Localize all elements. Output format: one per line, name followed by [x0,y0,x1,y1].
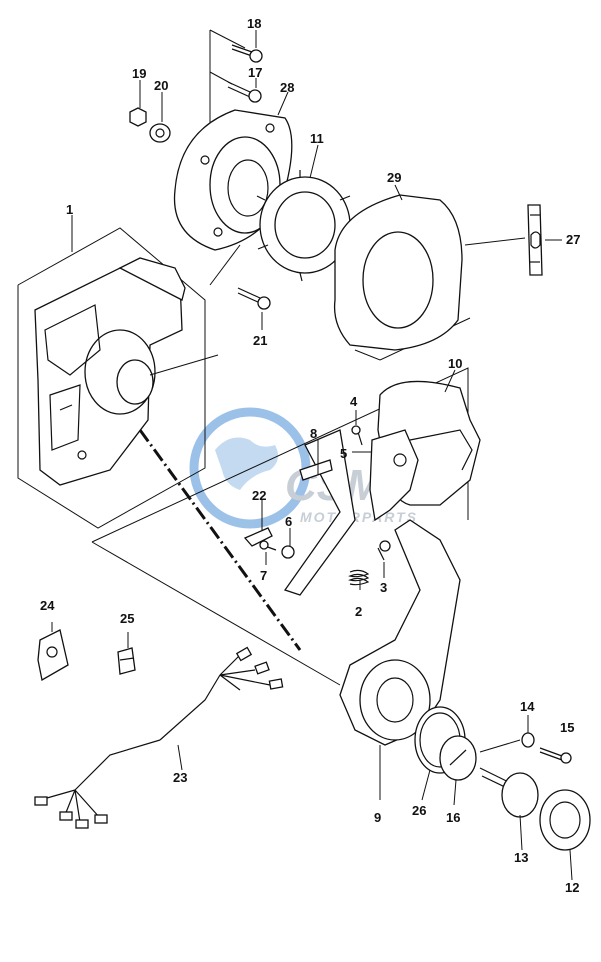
callout-3: 3 [380,580,387,595]
connector-bracket-part [37,629,69,682]
callout-6: 6 [285,514,292,529]
callout-29: 29 [387,170,401,185]
leader-lines [51,30,573,881]
callout-20: 20 [154,78,168,93]
callout-14: 14 [520,699,535,714]
screw-part [539,747,572,764]
disc-part [439,735,477,781]
knob-part [539,789,591,851]
washer-part [521,732,535,748]
control-cable-line [138,429,302,651]
washer-part [149,123,171,143]
shaft-part [479,767,539,818]
callout-labels: 1 2 3 4 5 6 7 8 9 10 11 12 13 14 15 16 1… [40,16,580,895]
cable-clip-part [117,647,136,675]
bracket-part [369,429,419,522]
washer-part [281,545,295,559]
callout-18: 18 [247,16,261,31]
callout-1: 1 [66,202,73,217]
trim-strip-part [527,204,543,276]
callout-26: 26 [412,803,426,818]
callout-19: 19 [132,66,146,81]
screw-part [231,44,263,63]
callout-10: 10 [448,356,462,371]
throttle-lever-part [339,519,461,746]
gear-ring-part [256,170,351,282]
callout-5: 5 [340,446,347,461]
nut-part [129,107,147,127]
callout-4: 4 [350,394,358,409]
clip-part [243,527,273,547]
lever-arm-part [283,429,356,596]
callout-2: 2 [355,604,362,619]
callout-27: 27 [566,232,580,247]
callout-7: 7 [260,568,267,583]
callout-16: 16 [446,810,460,825]
screw-part [237,287,271,310]
assembly-frame-1 [17,227,206,529]
callout-28: 28 [280,80,294,95]
watermark-tagline: MOTORPARTS [300,509,418,525]
bolt-part [351,425,363,446]
screw-part [259,540,277,551]
remote-control-housing-part [34,257,186,486]
callout-12: 12 [565,880,579,895]
callout-13: 13 [514,850,528,865]
wiring-harness-part [34,646,284,829]
bolt-part [377,540,391,561]
callout-23: 23 [173,770,187,785]
callout-9: 9 [374,810,381,825]
callout-22: 22 [252,488,266,503]
screw-part [227,81,262,103]
callout-21: 21 [253,333,267,348]
callout-15: 15 [560,720,574,735]
callout-11: 11 [310,131,324,146]
callout-24: 24 [40,598,55,613]
cover-plate-part [333,194,463,351]
callout-8: 8 [310,426,317,441]
spring-part [348,569,370,586]
callout-25: 25 [120,611,134,626]
callout-17: 17 [248,65,262,80]
